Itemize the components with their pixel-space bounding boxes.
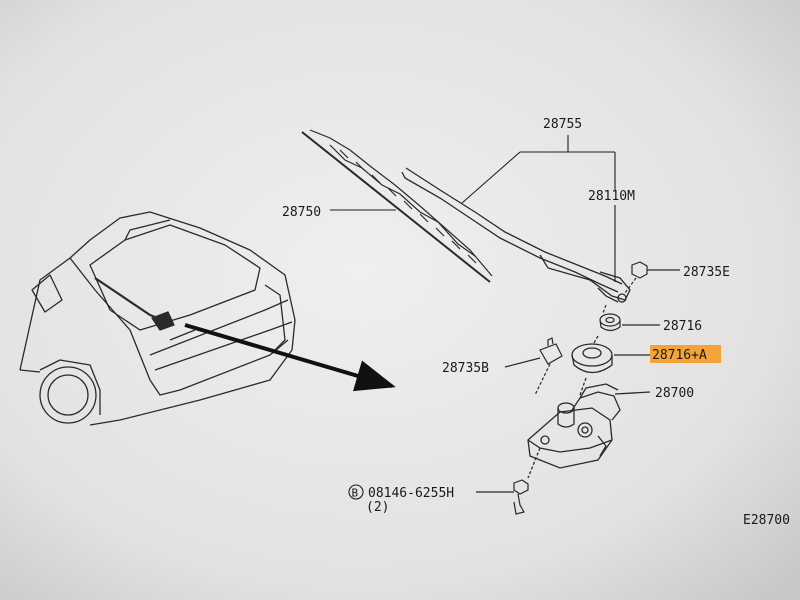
car-rear-illustration [19,211,296,426]
bolt-symbol-circle [348,484,364,500]
motor-part [527,383,651,479]
label-28110m: 28110M [588,189,635,204]
label-28735e: 28735E [683,265,730,280]
bolt-part [476,479,529,515]
label-bolt: 08146-6255H [368,486,454,501]
clip-part [504,337,563,396]
arm-assembly-bracket [330,135,616,282]
bushing-part [599,304,660,332]
pointer-arrow [184,323,396,392]
label-bolt-qty: (2) [366,500,389,515]
label-28750: 28750 [282,205,321,220]
nut-part [624,261,680,294]
label-28716: 28716 [663,319,702,334]
bushing-a-part [571,335,650,396]
label-28755: 28755 [543,117,582,132]
label-28735b: 28735B [442,361,489,376]
bolt-symbol-letter: B [352,487,359,500]
wiper-blade-part [301,129,493,283]
diagram-code: E28700 [743,513,790,528]
label-28716-a: 28716+A [652,348,707,363]
label-28700: 28700 [655,386,694,401]
wiper-arm-part [401,167,631,303]
label-highlight [650,345,721,363]
